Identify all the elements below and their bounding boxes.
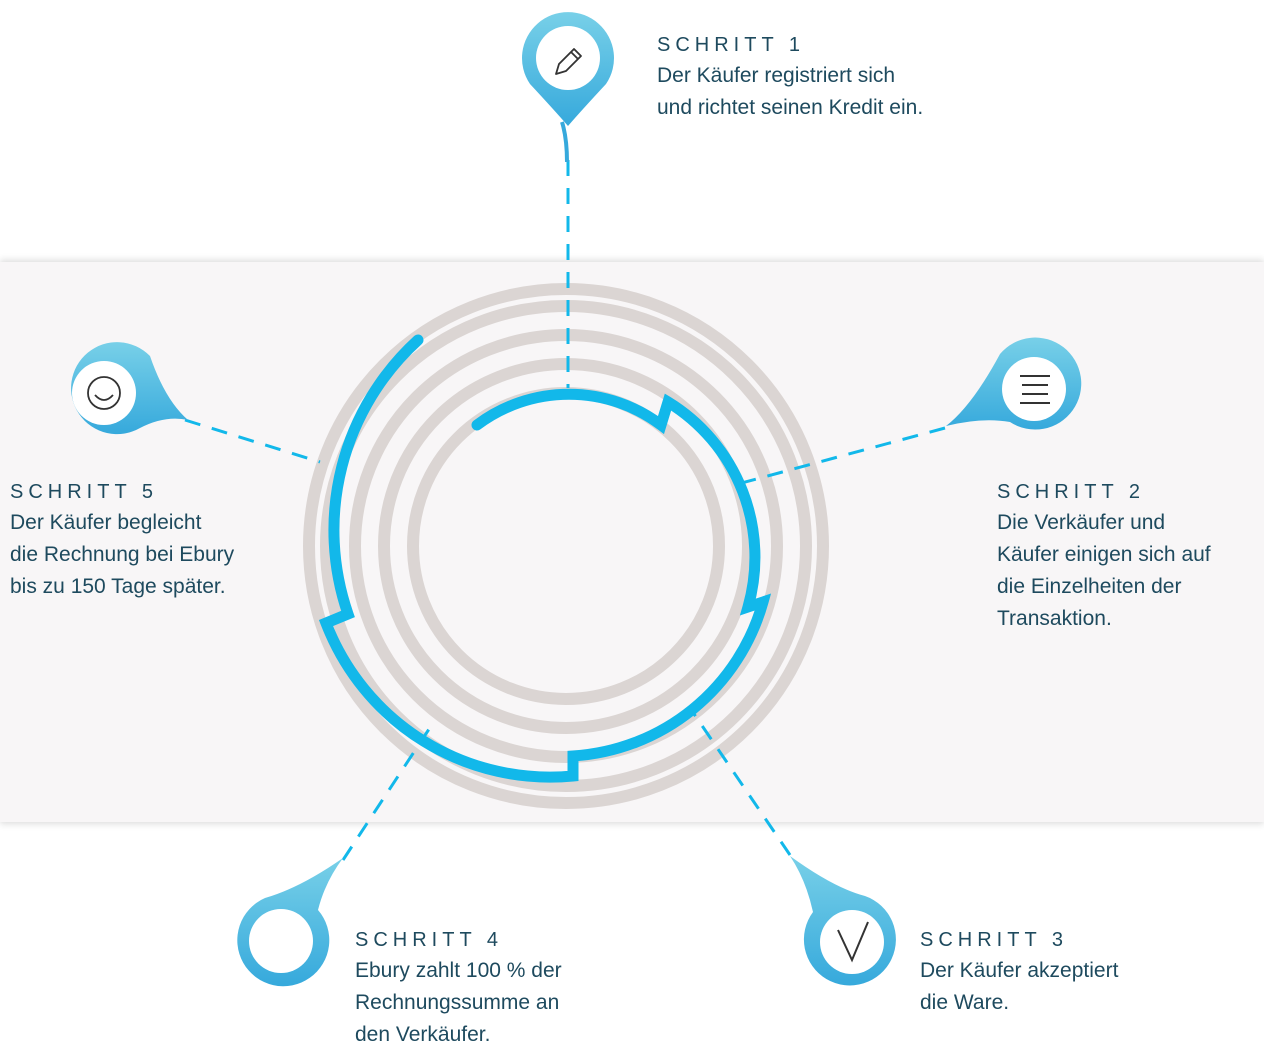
marker-step-4 xyxy=(237,858,343,987)
marker-step-1 xyxy=(522,12,614,163)
step-2-line-1: Die Verkäufer und xyxy=(997,511,1166,534)
ring-1 xyxy=(407,387,725,705)
step-1-text: SCHRITT 1 Der Käufer registriert sich un… xyxy=(657,30,923,124)
ring-3 xyxy=(349,329,783,763)
ring-2 xyxy=(378,358,754,734)
smiley-icon xyxy=(87,376,121,410)
pin-inner-step-5 xyxy=(72,361,136,425)
step-3-line-2: die Ware. xyxy=(920,991,1010,1014)
pin-inner-step-1 xyxy=(536,26,600,90)
gray-rings xyxy=(303,283,829,809)
step-3-line-1: Der Käufer akzeptiert xyxy=(920,959,1119,982)
step-2-line-4: Transaktion. xyxy=(997,607,1112,630)
step-4-line-3: den Verkäufer. xyxy=(355,1023,491,1046)
connector-step-2 xyxy=(737,426,946,486)
pin-inner-step-4 xyxy=(249,909,313,973)
step-4-title: SCHRITT 4 xyxy=(355,929,503,951)
connectors xyxy=(184,160,946,861)
step-5-title: SCHRITT 5 xyxy=(10,481,158,503)
ring-4 xyxy=(320,300,812,792)
pin-tail-step-1 xyxy=(560,121,569,163)
pin-inner-step-2 xyxy=(1002,357,1066,421)
step-5-line-3: bis zu 150 Tage später. xyxy=(10,575,226,598)
step-2-line-3: die Einzelheiten der xyxy=(997,575,1182,598)
connector-step-3 xyxy=(688,707,792,856)
step-2-title: SCHRITT 2 xyxy=(997,481,1145,503)
marker-step-2 xyxy=(946,337,1082,430)
step-5-line-2: die Rechnung bei Ebury xyxy=(10,543,235,566)
step-2-line-2: Käufer einigen sich auf xyxy=(997,543,1211,566)
ring-5 xyxy=(303,283,829,809)
step-3-title: SCHRITT 3 xyxy=(920,929,1068,951)
list-icon xyxy=(1020,375,1050,404)
connector-step-5 xyxy=(184,418,321,464)
pencil-icon xyxy=(555,48,582,75)
step-2-text: SCHRITT 2 Die Verkäufer und Käufer einig… xyxy=(997,477,1211,635)
step-1-line-1: Der Käufer registriert sich xyxy=(657,64,896,87)
step-3-text: SCHRITT 3 Der Käufer akzeptiert die Ware… xyxy=(920,925,1118,1019)
step-5-text: SCHRITT 5 Der Käufer begleicht die Rechn… xyxy=(10,477,234,603)
marker-step-5 xyxy=(71,342,188,435)
spiral-path xyxy=(318,334,772,783)
step-4-line-1: Ebury zahlt 100 % der xyxy=(355,959,562,982)
pin-inner-step-3 xyxy=(820,910,884,974)
step-5-line-1: Der Käufer begleicht xyxy=(10,511,202,534)
step-1-line-2: und richtet seinen Kredit ein. xyxy=(657,96,924,119)
step-4-line-2: Rechnungssumme an xyxy=(355,991,560,1014)
marker-step-3 xyxy=(790,856,896,986)
step-1-title: SCHRITT 1 xyxy=(657,34,805,56)
step-4-text: SCHRITT 4 Ebury zahlt 100 % der Rechnung… xyxy=(355,925,562,1048)
checkmark-icon xyxy=(837,921,869,963)
